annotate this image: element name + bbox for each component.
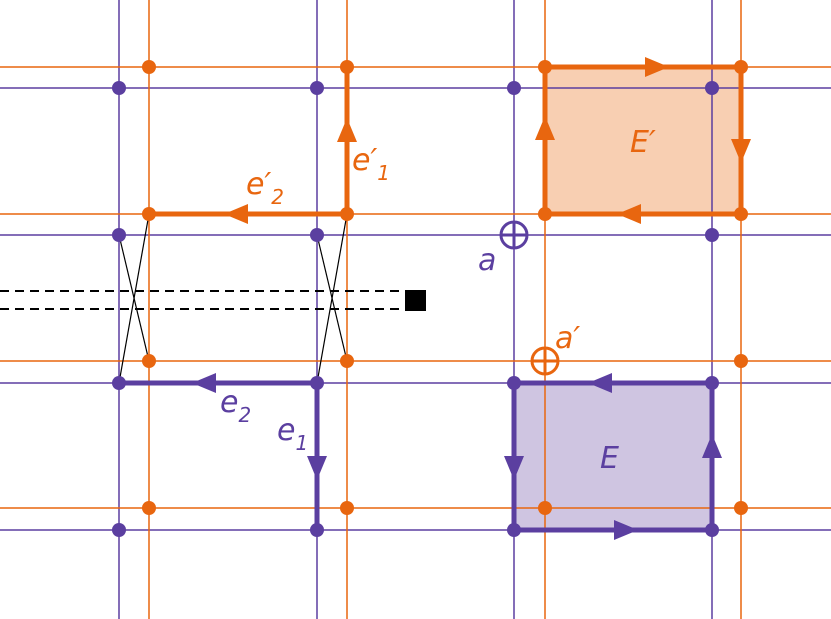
arrow-down-Ep-right	[731, 139, 751, 163]
arrow-left-E-top	[588, 373, 612, 393]
label-a-prime: a′	[555, 321, 580, 356]
oplus-marker-a	[499, 220, 529, 250]
arrow-down-E-left	[504, 456, 524, 480]
arrow-up-e1p	[337, 118, 357, 142]
label-a: a	[478, 243, 496, 278]
label-e1: e1	[277, 413, 308, 455]
label-e2-prime: e′2	[246, 167, 284, 209]
defect-crossings	[118, 213, 348, 384]
defect-line	[0, 290, 408, 310]
arrow-left-e2	[192, 373, 216, 393]
arrow-right-Ep-top	[645, 57, 669, 77]
label-e2: e2	[220, 385, 251, 427]
arrow-down-e1	[307, 456, 327, 480]
arrow-left-e2p	[224, 204, 248, 224]
oplus-marker-a-prime	[530, 346, 560, 376]
arrow-up-Ep-left	[535, 116, 555, 140]
arrow-left-Ep-bottom	[617, 204, 641, 224]
orange-vertices	[142, 60, 748, 515]
purple-vertices	[112, 81, 719, 537]
orange-arrows	[224, 57, 751, 224]
arrow-up-E-right	[702, 434, 722, 458]
label-E: E	[600, 441, 619, 476]
label-E-prime: E′	[630, 125, 656, 160]
purple-arrows	[192, 373, 722, 540]
defect-endpoint-square	[405, 290, 426, 311]
arrow-right-E-bottom	[614, 520, 638, 540]
label-e1-prime: e′1	[352, 143, 390, 185]
